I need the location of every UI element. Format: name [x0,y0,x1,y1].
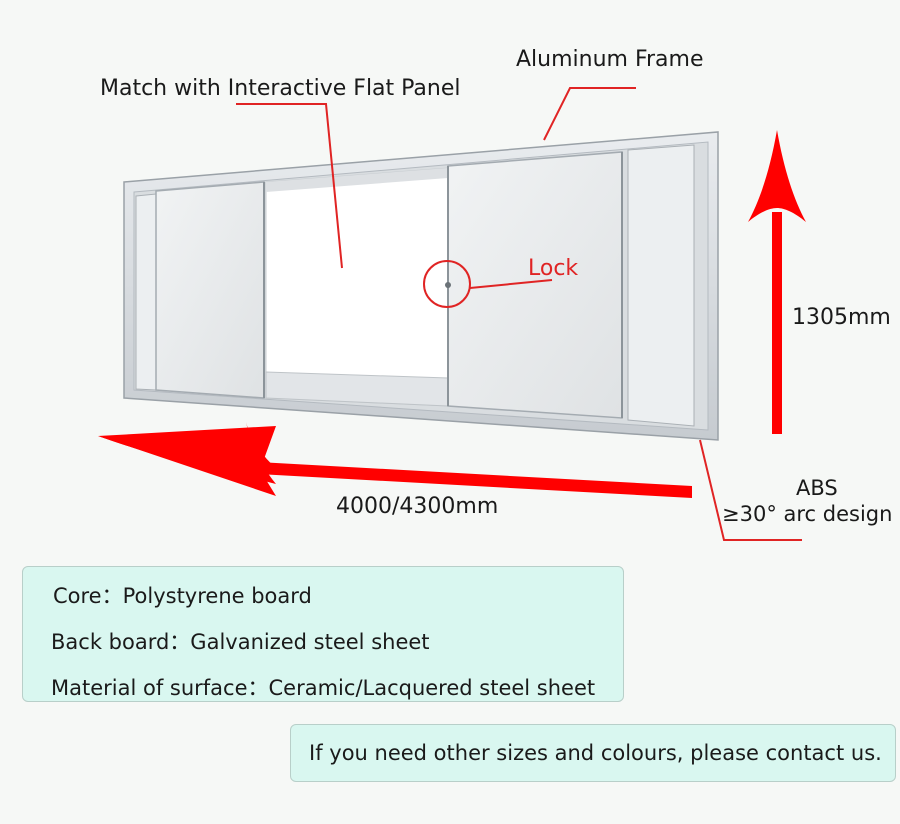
right-sliding-board [447,151,623,419]
contact-note: If you need other sizes and colours, ple… [290,724,896,782]
product-diagram: Match with Interactive Flat Panel Alumin… [98,47,893,541]
height-arrow [748,130,806,434]
abs-label: ABS [796,476,838,500]
right-board [627,144,695,427]
frame-callout-line [543,87,636,141]
lock-label: Lock [528,256,579,281]
width-label: 4000/4300mm [336,494,499,519]
whiteboard-illustration [98,87,806,541]
interactive-flat-panel-area [265,167,449,407]
height-label: 1305mm [792,305,891,330]
panel-label: Match with Interactive Flat Panel [100,76,461,101]
spec-core: Core：Polystyrene board [53,584,312,608]
spec-back-board: Back board：Galvanized steel sheet [51,630,430,654]
abs-callout-line [699,439,802,541]
left-board [135,193,157,391]
arc-design-label: ≥30° arc design [722,502,893,526]
left-sliding-board [155,181,265,399]
lock-callout-line [469,279,553,289]
lock-callout-circle [423,260,471,308]
specification-box: Core：Polystyrene board Back board：Galvan… [22,566,624,702]
panel-top-rail [266,168,448,192]
panel-callout-line [236,103,343,269]
width-arrow [98,422,692,498]
frame-label: Aluminum Frame [516,47,704,72]
spec-surface: Material of surface：Ceramic/Lacquered st… [51,676,596,700]
lock-icon [445,282,451,288]
